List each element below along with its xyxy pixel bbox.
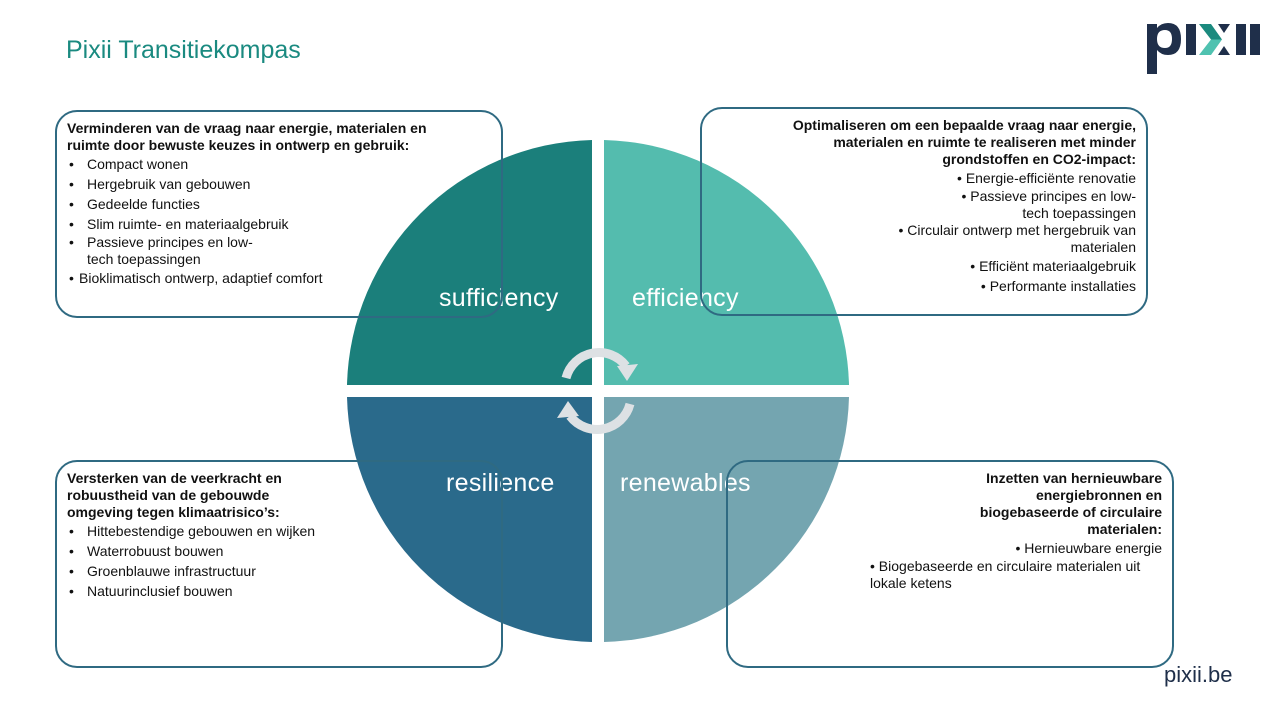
sufficiency-box: Verminderen van de vraag naar energie, m… — [55, 110, 503, 318]
list-item: Hittebestendige gebouwen en wijken — [67, 521, 491, 541]
list-item: Gedeelde functies — [67, 194, 491, 214]
list-item: Biogebaseerde en circulaire materialen u… — [852, 558, 1162, 592]
website-link[interactable]: pixii.be — [1164, 662, 1233, 687]
quadrant-sufficiency — [347, 140, 592, 385]
cycle-arrows-icon — [561, 348, 635, 434]
list-item: Groenblauwe infrastructuur — [67, 561, 491, 581]
list-item: Hernieuwbare energie — [738, 538, 1162, 558]
resilience-box: Versterken van de veerkracht en robuusth… — [55, 460, 503, 668]
pixii-logo — [1144, 14, 1262, 81]
renewables-box: Inzetten van hernieuwbare energiebronnen… — [726, 460, 1174, 668]
list-item: Efficiënt materiaalgebruik — [712, 256, 1136, 276]
list-item: Bioklimatisch ontwerp, adaptief comfort — [67, 268, 491, 288]
list-item: Passieve principes en low-tech toepassin… — [946, 188, 1136, 222]
box-heading: Optimaliseren om een bepaalde vraag naar… — [792, 117, 1136, 167]
list-item: Hergebruik van gebouwen — [67, 174, 491, 194]
box-heading: Inzetten van hernieuwbare energiebronnen… — [979, 470, 1162, 537]
quadrant-resilience — [347, 397, 592, 642]
list-item: Waterrobuust bouwen — [67, 541, 491, 561]
box-heading: Verminderen van de vraag naar energie, m… — [67, 120, 427, 153]
list-item: Slim ruimte- en materiaalgebruik — [67, 214, 491, 234]
box-heading: Versterken van de veerkracht en robuusth… — [67, 470, 282, 520]
list-item: Compact wonen — [67, 154, 491, 174]
list-item: Passieve principes en low-tech toepassin… — [67, 234, 257, 268]
efficiency-box: Optimaliseren om een bepaalde vraag naar… — [700, 107, 1148, 316]
list-item: Natuurinclusief bouwen — [67, 581, 491, 601]
list-item: Energie-efficiënte renovatie — [712, 168, 1136, 188]
list-item: Performante installaties — [712, 276, 1136, 296]
list-item: Circulair ontwerp met hergebruik van mat… — [876, 222, 1136, 256]
page-title: Pixii Transitiekompas — [66, 36, 301, 64]
